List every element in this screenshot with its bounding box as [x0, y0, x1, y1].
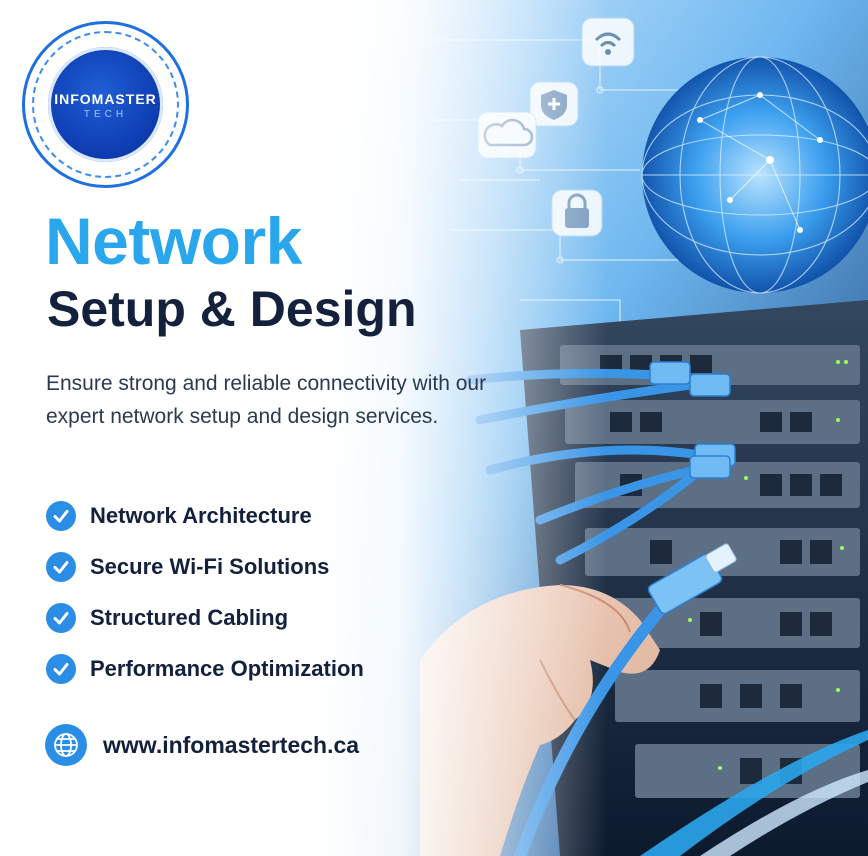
checkmark-icon [46, 602, 76, 633]
logo-brand-name: INFOMASTER [54, 91, 157, 107]
website-url[interactable]: www.infomastertech.ca [103, 731, 360, 758]
globe-icon [45, 724, 87, 766]
checkmark-icon [46, 500, 76, 531]
feature-item: Structured Cabling [46, 592, 364, 643]
headline-title: Network [45, 204, 302, 278]
feature-label: Performance Optimization [90, 655, 364, 681]
feature-item: Network Architecture [46, 490, 364, 541]
headline-subtitle: Setup & Design [47, 281, 417, 337]
logo-disc: INFOMASTER TECH [48, 47, 163, 162]
checkmark-icon [46, 653, 76, 684]
logo-inner-ring [32, 31, 179, 178]
feature-item: Secure Wi-Fi Solutions [46, 541, 364, 592]
logo-brand-tag: TECH [83, 109, 128, 120]
infomaster-tech-logo: INFOMASTER TECH [22, 21, 189, 188]
website-link[interactable]: www.infomastertech.ca [45, 724, 359, 766]
feature-list: Network Architecture Secure Wi-Fi Soluti… [46, 490, 364, 694]
checkmark-icon [46, 551, 76, 582]
feature-item: Performance Optimization [46, 643, 364, 694]
service-description: Ensure strong and reliable connectivity … [46, 372, 487, 428]
feature-label: Network Architecture [90, 502, 312, 528]
logo-outer-ring [22, 21, 189, 188]
feature-label: Structured Cabling [90, 604, 289, 630]
feature-label: Secure Wi-Fi Solutions [90, 553, 330, 579]
